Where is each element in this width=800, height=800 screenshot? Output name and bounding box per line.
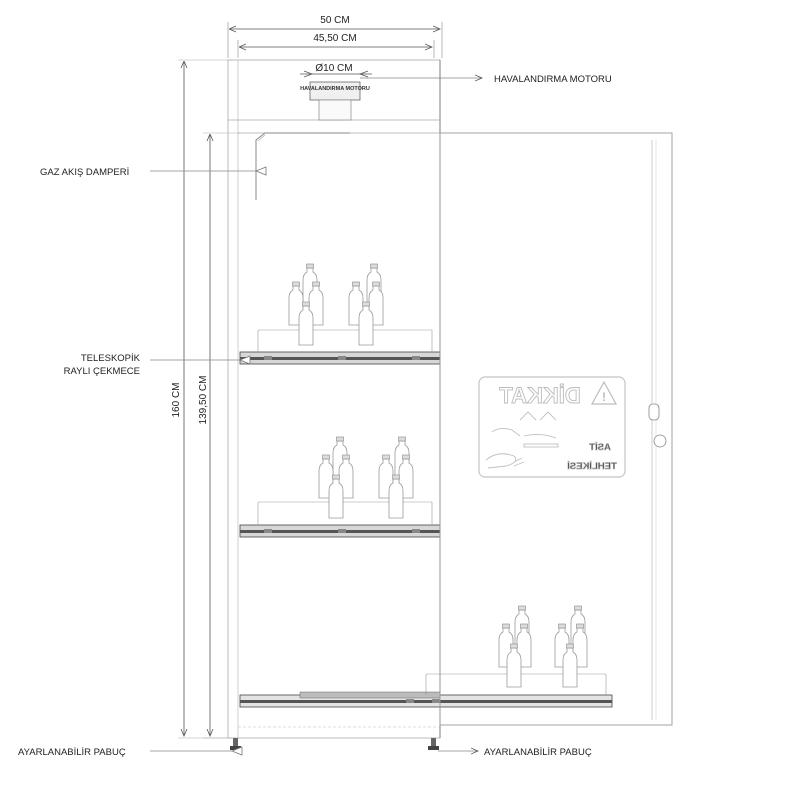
fan-motor: HAVALANDIRMA MOTORU bbox=[300, 81, 370, 121]
warning-title: DİKKAT bbox=[499, 383, 581, 408]
outer-height-label: 160 CM bbox=[171, 382, 182, 417]
drawer-bottom-extended bbox=[239, 673, 613, 708]
drawer-top bbox=[239, 329, 441, 365]
warning-line-2: TEHLİKESİ bbox=[567, 461, 617, 472]
exclamation-icon: ! bbox=[602, 390, 606, 404]
warning-line-1: ASİT bbox=[589, 442, 611, 453]
inner-width-label: 45,50 CM bbox=[313, 33, 356, 44]
label-foot-left: AYARLANABİLİR PABUÇ bbox=[18, 747, 126, 758]
fan-diameter-label: Ø10 CM bbox=[315, 63, 352, 74]
bottles-bottom-shelf bbox=[498, 605, 588, 688]
label-gas-damper: GAZ AKIŞ DAMPERİ bbox=[40, 167, 129, 178]
gas-damper bbox=[255, 132, 350, 200]
label-drawer-line-2: RAYLI ÇEKMECE bbox=[64, 366, 140, 377]
corrosive-hazard-icon bbox=[485, 411, 559, 469]
dimension-inner-height: 139,50 CM bbox=[198, 132, 240, 739]
label-fan-motor: HAVALANDIRMA MOTORU bbox=[494, 74, 612, 85]
inner-height-label: 139,50 CM bbox=[198, 376, 209, 425]
cabinet-door-open bbox=[439, 132, 673, 726]
dimension-outer-width: 50 CM bbox=[227, 15, 443, 58]
bottles-middle-shelf bbox=[318, 436, 414, 519]
bottles-top-shelf bbox=[288, 263, 384, 346]
label-foot-right: AYARLANABİLİR PABUÇ bbox=[484, 747, 592, 758]
outer-width-label: 50 CM bbox=[320, 15, 349, 26]
warning-triangle-icon bbox=[590, 380, 618, 405]
fan-motor-box-label: HAVALANDIRMA MOTORU bbox=[300, 86, 370, 92]
warning-sign: DİKKAT ! ASİT TEHLİKESİ bbox=[478, 376, 626, 478]
fan-motor-box-text: HAVALANDIRMA MOTORU bbox=[300, 86, 370, 92]
adjustable-foot-right bbox=[428, 738, 439, 750]
dimension-fan-diameter: Ø10 CM bbox=[300, 63, 372, 78]
dimension-inner-width: 45,50 CM bbox=[237, 33, 435, 58]
label-drawer-line-1: TELESKOPİK bbox=[81, 353, 141, 364]
adjustable-foot-left bbox=[230, 738, 241, 750]
cabinet-body bbox=[227, 59, 441, 739]
